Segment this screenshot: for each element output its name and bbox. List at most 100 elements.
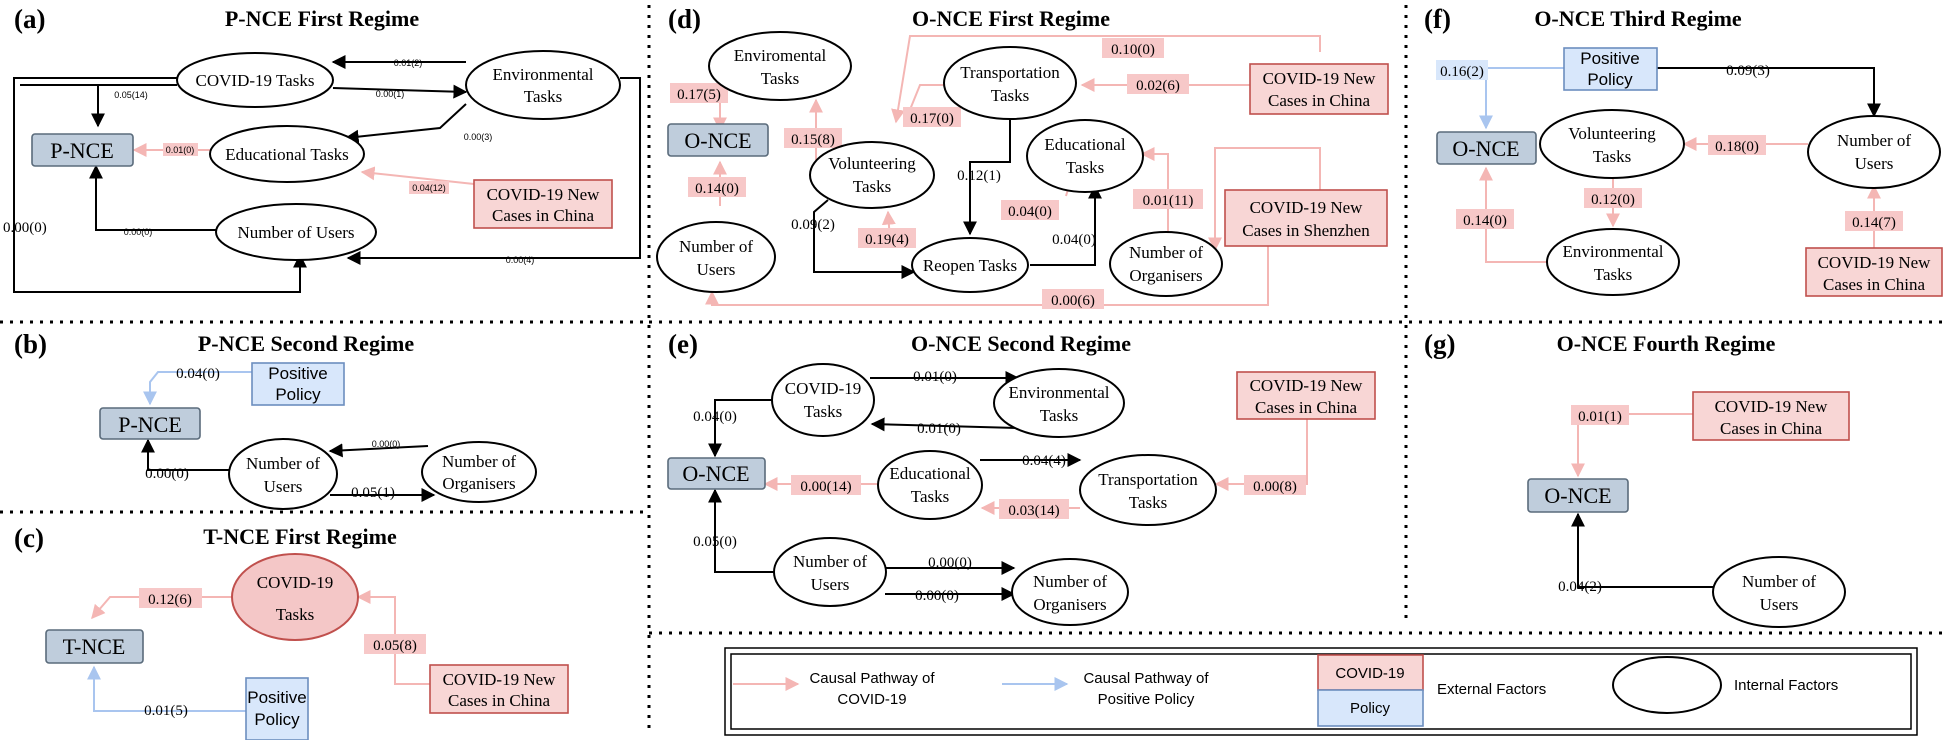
legend-covid-path-label: Causal Pathway of	[809, 670, 935, 687]
edge-transport-to-reopen	[963, 118, 1011, 236]
node-label: COVID-19 New	[1263, 69, 1377, 88]
node-label: Tasks	[761, 69, 799, 88]
node-label: Users	[1855, 154, 1894, 173]
node-label: O-NCE	[684, 128, 751, 153]
edge-label: 0.05(14)	[114, 90, 148, 100]
edge-label: 0.16(2)	[1440, 64, 1484, 80]
edge-label: 0.00(14)	[800, 479, 851, 495]
edge-label: 0.00(0)	[372, 439, 401, 449]
edge-env-to-once	[1479, 166, 1556, 263]
node-positive-policy	[251, 362, 345, 406]
node-label: Tasks	[1594, 265, 1632, 284]
node-once	[667, 457, 766, 490]
node-label: Positive	[268, 364, 328, 383]
node-environmental-tasks	[465, 50, 621, 120]
node-label: Cases in China	[1268, 91, 1370, 110]
node-environmental-tasks	[1546, 228, 1680, 296]
node-label: Cases in China	[1720, 419, 1822, 438]
node-number-of-organisers	[1109, 231, 1223, 297]
node-number-of-users	[1712, 556, 1846, 628]
edge-label: 0.04(0)	[176, 366, 220, 382]
edge-label: 0.04(2)	[1558, 579, 1602, 595]
node-number-of-users	[656, 221, 776, 293]
node-label: Cases in China	[492, 206, 594, 225]
node-label: COVID-19 New	[1250, 198, 1364, 217]
legend-covid-box-label: COVID-19	[1335, 665, 1404, 682]
edge-covid-to-env	[332, 84, 468, 99]
node-label: Environmental	[1562, 242, 1663, 261]
node-number-of-users	[228, 438, 338, 510]
node-label: Tasks	[1066, 158, 1104, 177]
edge-label: 0.00(0)	[145, 466, 189, 482]
panel-a: (a) P-NCE First Regime 0.01(2) 0.05(14) …	[3, 4, 641, 293]
node-label: Transportation	[1098, 470, 1198, 489]
edge-policy-to-once	[1479, 67, 1564, 130]
edge-users-to-once	[1571, 512, 1715, 588]
panel-e: (e) O-NCE Second Regime 0.01(0) 0.04(0) …	[667, 329, 1376, 626]
edge-label: 0.12(1)	[957, 168, 1001, 184]
panel-letter: (g)	[1424, 329, 1455, 359]
edge-label: 0.19(4)	[865, 232, 909, 248]
node-label: Cases in China	[1823, 275, 1925, 294]
node-covid-new-cases-china	[1249, 63, 1389, 115]
panel-title: T-NCE First Regime	[203, 524, 397, 549]
edge-label: 0.12(0)	[1591, 192, 1635, 208]
node-covid-new-cases-china	[473, 179, 613, 229]
edge-label: 0.00(4)	[506, 255, 535, 265]
node-label: Positive	[1580, 49, 1640, 68]
node-label: Number of	[1837, 131, 1911, 150]
edge-label: 0.05(8)	[373, 638, 417, 654]
node-label: Environmental	[1008, 383, 1109, 402]
legend-policy-path-label: Causal Pathway of	[1083, 670, 1209, 687]
edge-label: 0.15(8)	[791, 132, 835, 148]
node-label: O-NCE	[1452, 136, 1519, 161]
node-label: Educational	[1044, 135, 1125, 154]
edge-users-to-once	[708, 488, 775, 573]
edge-label: 0.04(4)	[1022, 453, 1066, 469]
panel-d: (d) O-NCE First Regime 0.10(0) 0.17(5) 0…	[656, 4, 1389, 309]
edge-env-to-edu	[344, 103, 467, 144]
node-label: O-NCE	[1544, 483, 1611, 508]
panel-title: O-NCE First Regime	[912, 6, 1110, 31]
edge-label: 0.05(0)	[693, 534, 737, 550]
node-label: COVID-19 New	[487, 185, 601, 204]
legend-external-label: External Factors	[1437, 681, 1546, 698]
legend-internal-ellipse	[1612, 656, 1722, 714]
panel-g: (g) O-NCE Fourth Regime 0.01(1) 0.04(2) …	[1424, 329, 1850, 628]
panel-letter: (e)	[668, 329, 698, 359]
node-pnce	[99, 407, 201, 440]
node-label: COVID-19 Tasks	[196, 71, 315, 90]
node-environmental-tasks	[993, 368, 1125, 438]
panel-title: P-NCE Second Regime	[198, 331, 415, 356]
panel-title: O-NCE Second Regime	[911, 331, 1131, 356]
node-label: T-NCE	[63, 634, 126, 659]
panel-letter: (f)	[1424, 4, 1451, 34]
node-label: Reopen Tasks	[923, 256, 1017, 275]
edge-label: 0.14(0)	[695, 181, 739, 197]
legend-policy-box	[1317, 689, 1424, 727]
edge-label: 0.01(5)	[144, 703, 188, 719]
node-educational-tasks	[1026, 119, 1144, 193]
node-label: COVID-19 New	[1250, 376, 1364, 395]
edge-label: 0.01(11)	[1143, 193, 1194, 209]
node-label: Number of	[1742, 572, 1816, 591]
node-number-of-users	[215, 203, 377, 261]
node-label: Positive	[247, 688, 307, 707]
edge-label: 0.17(0)	[910, 111, 954, 127]
node-once	[1527, 478, 1629, 513]
edge-label: 0.01(0)	[913, 369, 957, 385]
node-label: O-NCE	[682, 461, 749, 486]
edge-label: 0.09(3)	[1726, 63, 1770, 79]
edge-policy-to-users	[1657, 67, 1881, 118]
edge-china-to-edu	[360, 166, 475, 185]
node-label: P-NCE	[118, 412, 182, 437]
node-label: Number of	[1033, 572, 1107, 591]
edge-china-to-transport	[1214, 417, 1308, 491]
node-label: Users	[264, 477, 303, 496]
node-label: Tasks	[276, 605, 314, 624]
edge-label: 0.18(0)	[1715, 139, 1759, 155]
edge-shenzhen-to-users	[705, 246, 1269, 306]
edge-label: 0.10(0)	[1111, 42, 1155, 58]
node-label: Organisers	[442, 474, 515, 493]
node-covid-new-cases-shenzhen	[1224, 189, 1388, 247]
